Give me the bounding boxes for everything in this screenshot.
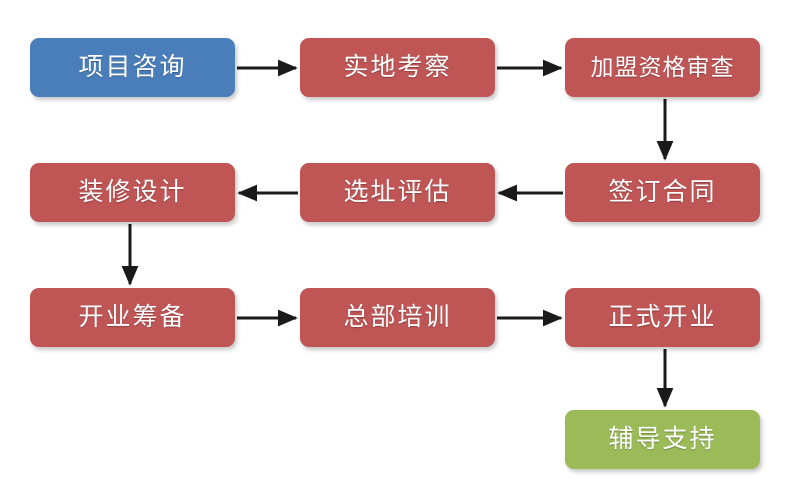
flow-node-n6[interactable]: 签订合同 — [565, 163, 760, 222]
flow-node-label: 签订合同 — [608, 179, 717, 206]
flow-node-n8[interactable]: 总部培训 — [300, 288, 495, 347]
flow-node-label: 开业筹备 — [78, 304, 187, 331]
flow-node-n1[interactable]: 项目咨询 — [30, 38, 235, 97]
flow-node-label: 项目咨询 — [78, 54, 187, 81]
flow-node-n3[interactable]: 加盟资格审查 — [565, 38, 760, 97]
flow-node-n2[interactable]: 实地考察 — [300, 38, 495, 97]
flow-node-label: 加盟资格审查 — [590, 55, 735, 80]
flow-node-label: 装修设计 — [78, 179, 187, 206]
flow-node-label: 选址评估 — [343, 179, 452, 206]
flow-node-n4[interactable]: 装修设计 — [30, 163, 235, 222]
flow-node-n5[interactable]: 选址评估 — [300, 163, 495, 222]
flow-node-n10[interactable]: 辅导支持 — [565, 410, 760, 469]
flow-node-label: 总部培训 — [343, 304, 452, 331]
flow-node-label: 正式开业 — [608, 304, 717, 331]
flow-node-label: 辅导支持 — [608, 426, 717, 453]
flow-node-n9[interactable]: 正式开业 — [565, 288, 760, 347]
flow-node-label: 实地考察 — [343, 54, 452, 81]
flow-node-n7[interactable]: 开业筹备 — [30, 288, 235, 347]
